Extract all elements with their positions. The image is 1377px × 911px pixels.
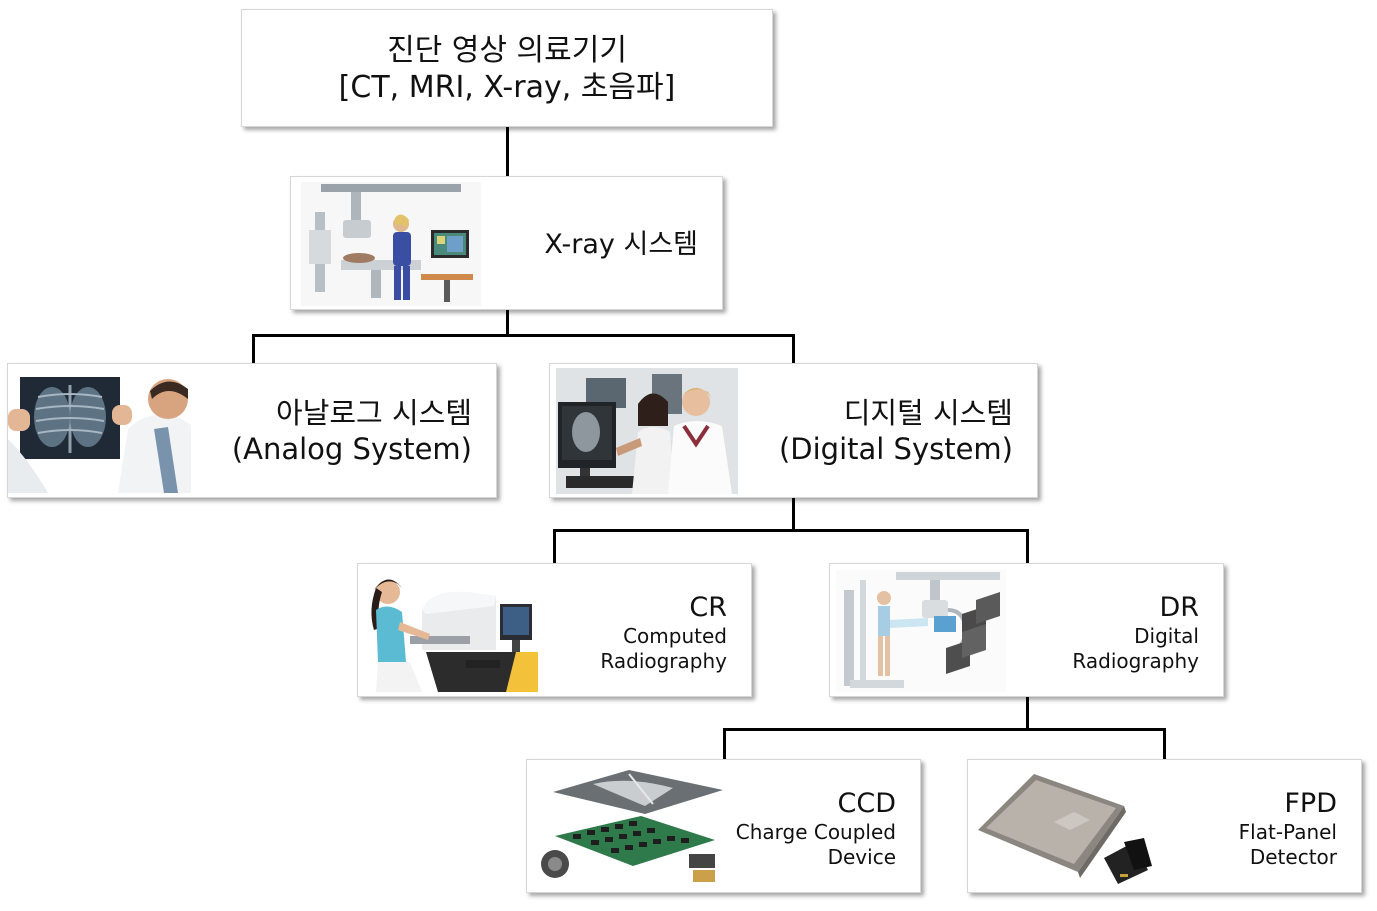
ccd-title: CCD (837, 788, 897, 819)
dr-label: DR Digital Radiography (1072, 592, 1199, 674)
connector-xray-down (506, 310, 509, 336)
connector-to-analog (252, 334, 255, 363)
connector-to-dr (1026, 529, 1029, 563)
connector-root-xray (506, 127, 509, 176)
cr-line2: Radiography (600, 649, 727, 673)
connector-dr-down (1026, 697, 1029, 730)
analog-system-line1: 아날로그 시스템 (276, 396, 472, 430)
connector-to-digital (792, 334, 795, 363)
ccd-line1: Charge Coupled (735, 820, 896, 844)
flat-panel-detector-photo-icon (974, 766, 1174, 890)
ccd-sensor-photo-icon (533, 766, 731, 890)
xray-system-title: X-ray 시스템 (544, 229, 698, 260)
cr-title: CR (689, 592, 727, 623)
connector-digital-bar (553, 529, 1029, 532)
clinicians-monitor-photo-icon (556, 368, 738, 494)
root-title-line2: [CT, MRI, X-ray, 초음파] (338, 70, 676, 105)
node-xray-system: X-ray 시스템 (290, 176, 723, 310)
node-dr: DR Digital Radiography (829, 563, 1224, 697)
analog-system-line2: (Analog System) (231, 432, 472, 466)
ccd-line2: Device (827, 845, 896, 869)
cr-line1: Computed (623, 624, 727, 648)
xray-room-photo-icon (301, 182, 481, 306)
node-digital-system: 디지털 시스템 (Digital System) (549, 363, 1038, 498)
dr-line1: Digital (1134, 624, 1199, 648)
digital-system-line2: (Digital System) (778, 432, 1013, 466)
fpd-label: FPD Flat-Panel Detector (1239, 788, 1337, 870)
connector-to-fpd (1163, 728, 1166, 759)
dr-system-photo-icon (836, 570, 1006, 692)
fpd-line1: Flat-Panel (1238, 820, 1337, 844)
connector-dr-bar (723, 728, 1166, 731)
node-diagnostic-imaging-devices: 진단 영상 의료기기 [CT, MRI, X-ray, 초음파] (241, 9, 773, 127)
fpd-line2: Detector (1249, 845, 1337, 869)
analog-system-label: 아날로그 시스템 (Analog System) (232, 395, 472, 467)
node-cr: CR Computed Radiography (357, 563, 752, 697)
root-title: 진단 영상 의료기기 [CT, MRI, X-ray, 초음파] (242, 32, 772, 106)
connector-digital-down (792, 498, 795, 531)
cr-label: CR Computed Radiography (600, 592, 727, 674)
node-ccd: CCD Charge Coupled Device (526, 759, 921, 893)
root-title-line1: 진단 영상 의료기기 (387, 33, 627, 68)
dr-line2: Radiography (1072, 649, 1199, 673)
cr-reader-photo-icon (366, 570, 538, 692)
ccd-label: CCD Charge Coupled Device (736, 788, 896, 870)
node-fpd: FPD Flat-Panel Detector (967, 759, 1362, 893)
doctor-xray-film-photo-icon (8, 369, 191, 493)
connector-xray-bar (252, 334, 795, 337)
fpd-title: FPD (1284, 788, 1337, 819)
dr-title: DR (1159, 592, 1199, 623)
digital-system-line1: 디지털 시스템 (843, 396, 1013, 430)
connector-to-cr (553, 529, 556, 563)
digital-system-label: 디지털 시스템 (Digital System) (779, 395, 1013, 467)
node-analog-system: 아날로그 시스템 (Analog System) (7, 363, 497, 498)
connector-to-ccd (723, 728, 726, 759)
